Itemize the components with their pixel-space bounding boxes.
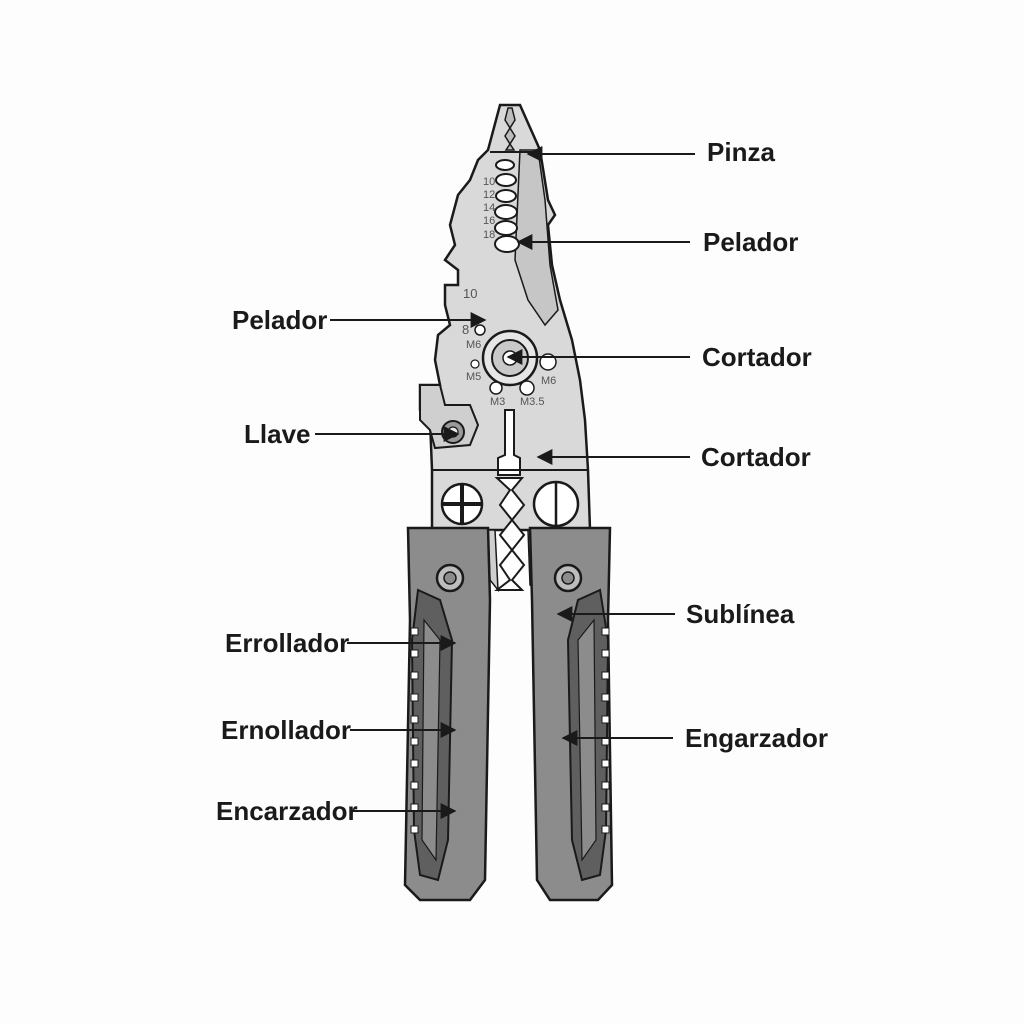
left-handle (403, 526, 492, 902)
callout-cortador-upper: Cortador (506, 342, 812, 372)
crimping-section (440, 477, 580, 593)
label-pinza: Pinza (707, 137, 775, 167)
svg-text:12: 12 (483, 189, 495, 201)
label-cortador-upper: Cortador (702, 342, 812, 372)
tool-head: 10 12 14 16 18 10 8 M6 M5 M6 M3 M3.5 (418, 103, 592, 593)
callout-pinza: Pinza (526, 137, 775, 167)
stamp-ms-right: M6 (541, 375, 556, 387)
gauge-10: 10 (463, 286, 477, 301)
stamp-ms-left: M5 (466, 371, 481, 383)
right-handle (528, 526, 614, 902)
label-cortador-lower: Cortador (701, 442, 811, 472)
svg-text:18: 18 (483, 229, 495, 241)
callout-pelador-left: Pelador (232, 305, 487, 335)
callout-pelador-right: Pelador (516, 227, 798, 257)
stamp-m3-left: M3 (490, 396, 505, 408)
callout-errollador: Errollador (225, 628, 457, 658)
svg-text:14: 14 (483, 202, 495, 214)
label-encarzador: Encarzador (216, 796, 358, 826)
callout-cortador-lower: Cortador (536, 442, 811, 472)
label-sublinea: Sublínea (686, 599, 795, 629)
label-pelador-right: Pelador (703, 227, 798, 257)
callout-sublinea: Sublínea (556, 599, 795, 629)
label-llave: Llave (244, 419, 311, 449)
gauge-markings: 10 12 14 16 18 (483, 176, 495, 241)
label-errollador: Errollador (225, 628, 349, 658)
callout-engarzador: Engarzador (561, 723, 828, 753)
stamp-ms-top: M6 (466, 339, 481, 351)
gauge-8: 8 (462, 322, 469, 337)
label-ernollador: Ernollador (221, 715, 351, 745)
label-engarzador: Engarzador (685, 723, 828, 753)
stripping-holes (494, 159, 520, 253)
label-pelador-left: Pelador (232, 305, 327, 335)
callout-ernollador: Ernollador (221, 715, 457, 745)
svg-text:10: 10 (483, 176, 495, 188)
stamp-m3-right: M3.5 (520, 396, 544, 408)
callout-encarzador: Encarzador (216, 796, 457, 826)
callout-llave: Llave (244, 419, 460, 449)
tip-serration (504, 107, 516, 151)
jaw-shading (514, 149, 559, 327)
svg-text:16: 16 (483, 215, 495, 227)
